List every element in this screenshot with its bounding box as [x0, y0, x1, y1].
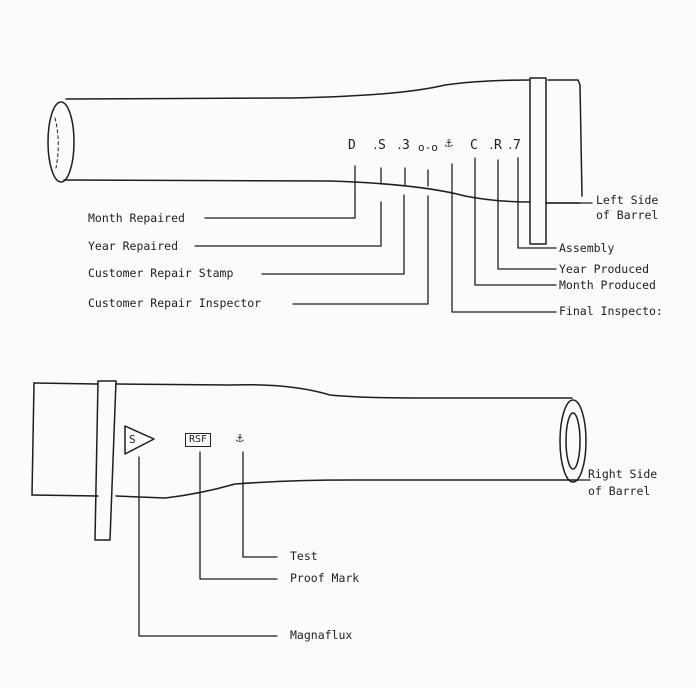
- magnaflux-triangle: [124, 425, 155, 455]
- label-customer-repair-stamp: Customer Repair Stamp: [88, 266, 234, 280]
- left-barrel-outline: [47, 77, 583, 245]
- label-proof-mark: Proof Mark: [290, 571, 360, 585]
- dot-2: .: [396, 139, 403, 152]
- label-month-produced: Month Produced: [559, 278, 656, 292]
- mark-year-produced: R: [494, 138, 502, 153]
- mark-repair-inspector: o-o: [418, 141, 438, 154]
- caption-left-side-2: of Barrel: [596, 208, 659, 222]
- label-year-repaired: Year Repaired: [88, 239, 179, 253]
- mark-magnaflux: S: [129, 433, 136, 446]
- mark-assembly: 7: [513, 138, 521, 153]
- label-month-repaired: Month Repaired: [88, 211, 185, 225]
- mark-repair-stamp: 3: [402, 138, 410, 153]
- mark-final-inspector: ⚓: [445, 136, 453, 151]
- mark-month-repaired: D: [348, 138, 356, 153]
- right-barrel-outline: [31, 380, 587, 541]
- label-final-inspector: Final Inspecto:: [559, 304, 663, 318]
- caption-right-side-1: Right Side: [588, 467, 658, 481]
- dot-4: .: [507, 139, 514, 152]
- caption-right-side-2: of Barrel: [588, 484, 651, 498]
- dot-3: .: [488, 139, 495, 152]
- mark-month-produced: C: [470, 138, 478, 153]
- mark-test: ⚓: [236, 431, 244, 446]
- label-magnaflux: Magnaflux: [290, 628, 353, 642]
- left-leader-lines: [194, 157, 593, 313]
- label-customer-repair-inspector: Customer Repair Inspector: [88, 296, 262, 310]
- label-assembly: Assembly: [559, 241, 615, 255]
- label-test: Test: [290, 549, 318, 563]
- dot-1: .: [372, 139, 379, 152]
- mark-year-repaired: S: [378, 138, 386, 153]
- caption-left-side-1: Left Side: [596, 193, 659, 207]
- label-year-produced: Year Produced: [559, 262, 650, 276]
- mark-proof: RSF: [185, 433, 212, 447]
- right-leader-lines: [138, 451, 591, 637]
